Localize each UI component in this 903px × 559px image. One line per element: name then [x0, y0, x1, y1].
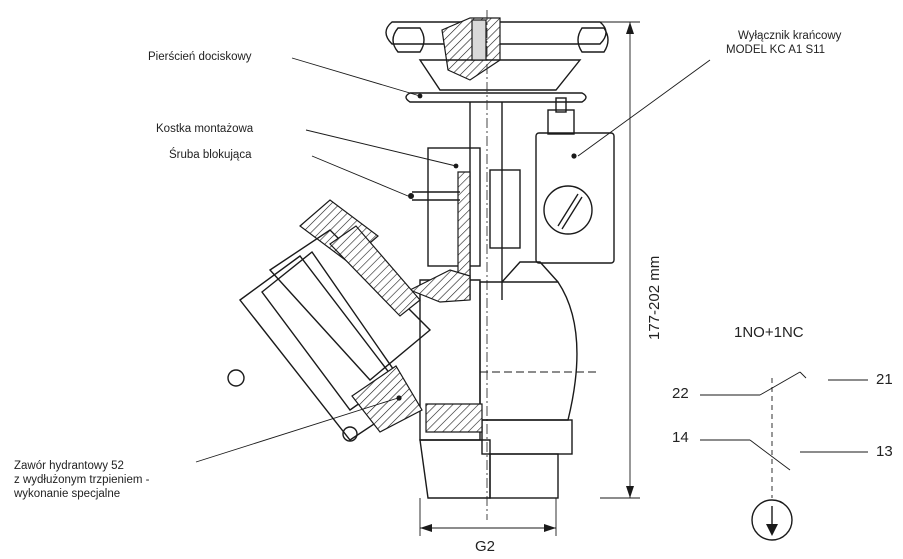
label-kostka: Kostka montażowa — [156, 123, 254, 135]
label-wylacznik-1: Wyłącznik krańcowy — [738, 30, 842, 42]
handwheel — [385, 17, 609, 91]
label-zawor-3: wykonanie specjalne — [14, 488, 121, 500]
label-wylacznik-2: MODEL KC A1 S11 — [726, 44, 826, 56]
height-dimension-label: 177-202 mm — [646, 255, 663, 340]
label-zawor-2: z wydłużonym trzpieniem - — [14, 474, 150, 486]
thread-dimension — [419, 498, 557, 536]
limit-switch — [535, 97, 615, 264]
spindle — [469, 10, 503, 520]
height-dimension — [600, 21, 640, 499]
label-sruba: Śruba blokująca — [169, 149, 252, 161]
pressing-ring — [405, 92, 587, 103]
contact-schematic — [700, 371, 868, 541]
label-zawor-1: Zawór hydrantowy 52 — [14, 460, 124, 472]
valve-body — [408, 261, 600, 499]
locking-screw — [408, 191, 460, 201]
label-pierscien: Pierścień dociskowy — [148, 51, 252, 63]
contact-22-label: 22 — [672, 385, 689, 402]
leader-lines — [195, 57, 711, 463]
mounting-block — [427, 147, 521, 292]
contact-13-label: 13 — [876, 443, 893, 460]
hydrant-outlet — [227, 199, 432, 442]
contact-14-label: 14 — [672, 429, 689, 446]
contact-21-label: 21 — [876, 371, 893, 388]
thread-dimension-label: G2 — [475, 538, 496, 555]
contact-type-label: 1NO+1NC — [734, 324, 804, 341]
